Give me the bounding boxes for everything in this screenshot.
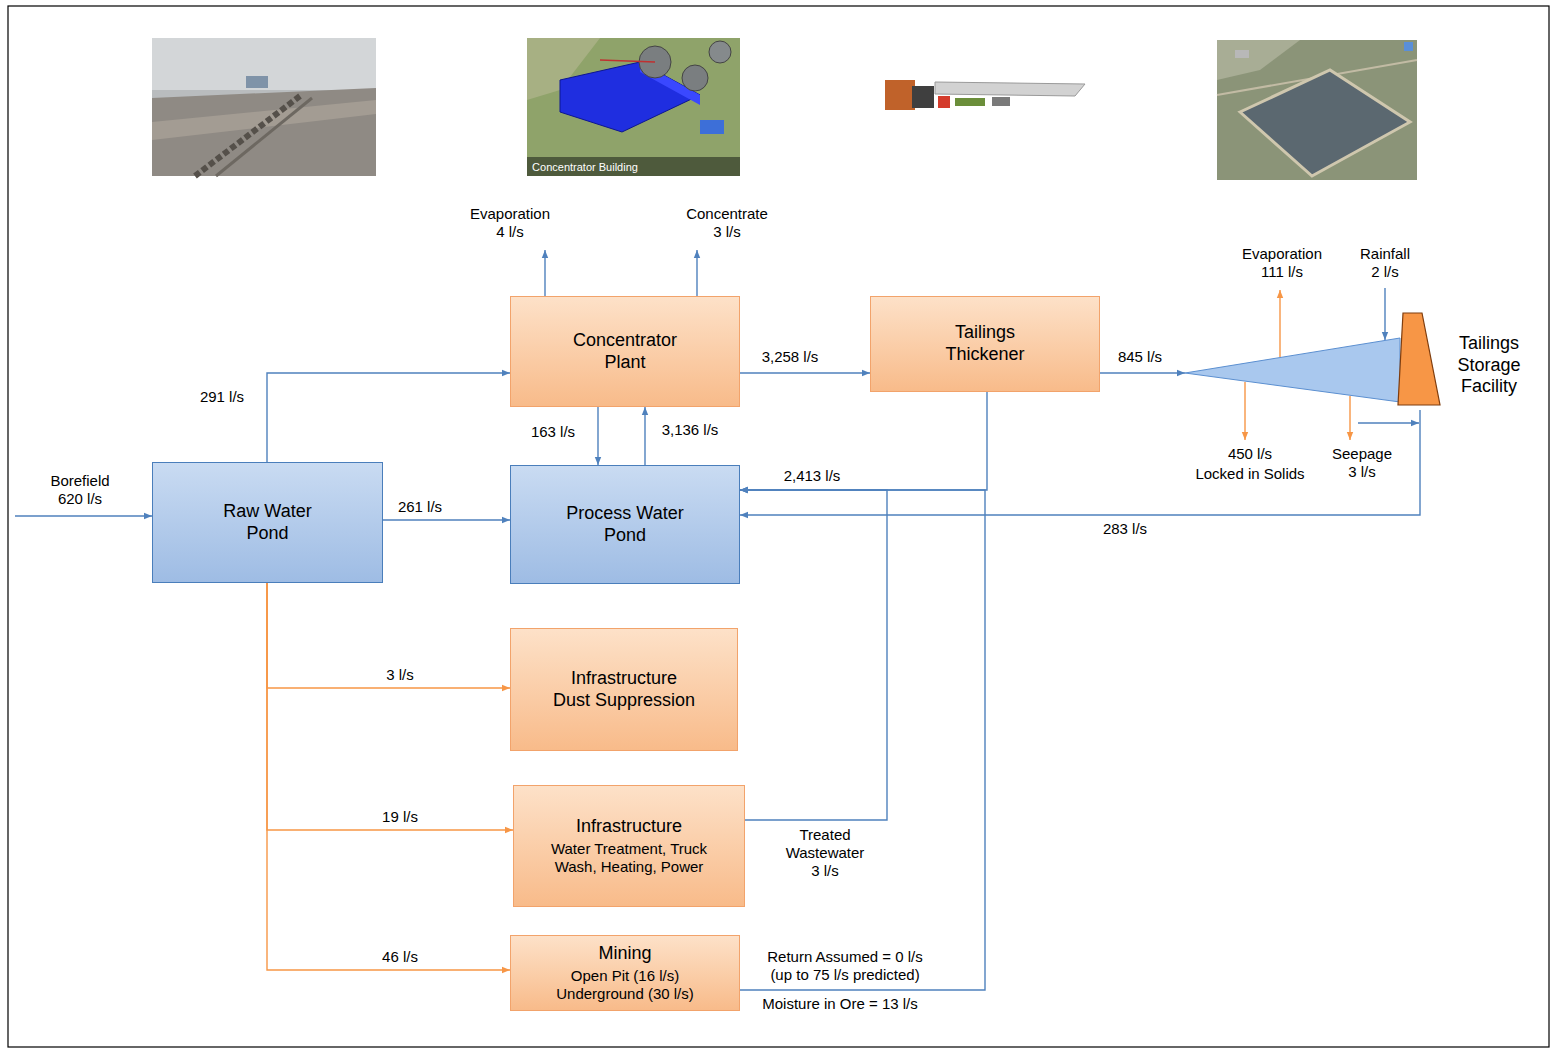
loss-arrow — [1349, 396, 1350, 440]
dam-wall — [1398, 313, 1440, 405]
flow-label: Treated Wastewater 3 l/s — [781, 826, 870, 880]
flow-label: 163 l/s — [529, 423, 577, 441]
box-body: Open Pit (16 l/s) Underground (30 l/s) — [540, 967, 710, 1003]
flow-label: 845 l/s — [1116, 348, 1164, 366]
loss-arrow — [1279, 290, 1280, 357]
flow-label: 19 l/s — [380, 808, 420, 826]
flow-connector — [1100, 372, 1185, 373]
flow-note: Locked in Solids — [1193, 465, 1306, 483]
flow-note: Evaporation 4 l/s — [465, 205, 555, 241]
concentrator-render — [527, 38, 740, 176]
box-title: Concentrator Plant — [560, 330, 690, 373]
flow-label: 46 l/s — [380, 948, 420, 966]
photo-land — [1217, 40, 1417, 180]
flow-connector — [740, 490, 985, 990]
photo-pond — [1240, 70, 1410, 176]
flow-connector — [740, 410, 1420, 515]
flow-note: Concentrate 3 l/s — [682, 205, 772, 241]
flow-connector — [644, 407, 645, 465]
water-pond: Process Water Pond — [510, 465, 740, 584]
render-annex — [700, 120, 724, 134]
flow-label: 2,413 l/s — [782, 467, 843, 485]
process-box: MiningOpen Pit (16 l/s) Underground (30 … — [510, 935, 740, 1011]
photo-pipes — [195, 96, 300, 176]
box-title: Process Water Pond — [560, 503, 690, 546]
flow-label: 3 l/s — [384, 666, 416, 684]
flow-note: Borefield 620 l/s — [43, 472, 117, 508]
flow-note: 450 l/s — [1226, 445, 1274, 463]
outflow-arrow — [696, 250, 697, 296]
thickener-render — [885, 80, 1085, 110]
photo-sky — [152, 38, 376, 90]
flow-connector — [597, 407, 598, 465]
borefield-photo — [152, 38, 376, 176]
photo-ground — [152, 38, 376, 176]
storage-facility: Tailings Storage Facility — [1185, 305, 1532, 410]
render-tank — [709, 41, 731, 63]
flow-connector — [267, 583, 510, 688]
box-title: Infrastructure — [576, 816, 682, 838]
render-band — [527, 157, 740, 176]
tailings-photo — [1217, 40, 1417, 180]
process-box: Tailings Thickener — [870, 296, 1100, 392]
box-title: Tailings Thickener — [920, 322, 1050, 365]
box-title: Raw Water Pond — [203, 501, 333, 544]
render-equipment — [885, 80, 915, 110]
inflow-arrow — [15, 515, 152, 516]
flow-note: Seepage 3 l/s — [1327, 445, 1397, 481]
flow-note: Rainfall 2 l/s — [1355, 245, 1415, 281]
photo-land — [152, 88, 376, 176]
frame-border — [8, 6, 1549, 1047]
flow-connector — [383, 519, 510, 520]
flow-connector — [267, 373, 510, 462]
box-title: Tailings Storage Facility — [1444, 333, 1534, 398]
flow-note: Moisture in Ore = 13 l/s — [760, 995, 919, 1013]
photo-icon — [1404, 42, 1413, 51]
flow-connector — [267, 583, 510, 970]
loss-arrow — [1244, 382, 1245, 440]
tailings-beach — [1185, 338, 1400, 402]
flow-connector — [740, 490, 887, 820]
flow-label: 3,136 l/s — [660, 421, 721, 439]
render-building — [560, 62, 700, 132]
flow-connector — [740, 392, 987, 490]
photo-pipe — [216, 98, 312, 176]
flow-connector — [740, 372, 870, 373]
flow-label: 261 l/s — [396, 498, 444, 516]
box-title: Mining — [598, 943, 651, 965]
render-tank — [682, 65, 708, 91]
box-title: Infrastructure Dust Suppression — [552, 668, 697, 711]
render-pipe — [600, 60, 655, 62]
photo-building — [246, 76, 268, 88]
render-ground — [527, 38, 740, 176]
render-equipment — [992, 97, 1010, 106]
render-equipment — [955, 98, 985, 106]
render-bridge — [935, 82, 1085, 96]
render-equipment — [912, 86, 934, 108]
flow-note: Evaporation 111 l/s — [1237, 245, 1327, 281]
return-arrow — [1358, 422, 1419, 423]
outflow-arrow — [544, 250, 545, 296]
process-box: Concentrator Plant — [510, 296, 740, 407]
flow-label: 291 l/s — [198, 388, 246, 406]
flow-connector — [267, 583, 513, 830]
box-body: Water Treatment, Truck Wash, Heating, Po… — [542, 840, 717, 876]
water-pond: Raw Water Pond — [152, 462, 383, 583]
image-caption: Concentrator Building — [532, 161, 638, 174]
flow-label: 3,258 l/s — [760, 348, 821, 366]
inflow-arrow — [1384, 288, 1385, 340]
render-equipment — [938, 96, 950, 108]
photo-building — [1235, 50, 1249, 58]
process-box: Infrastructure Dust Suppression — [510, 628, 738, 751]
process-box: InfrastructureWater Treatment, Truck Was… — [513, 785, 745, 907]
photo-area — [1217, 40, 1300, 80]
flow-label: 283 l/s — [1101, 520, 1149, 538]
photo-road — [152, 100, 376, 140]
flow-label: Return Assumed = 0 l/s (up to 75 l/s pre… — [758, 948, 932, 984]
